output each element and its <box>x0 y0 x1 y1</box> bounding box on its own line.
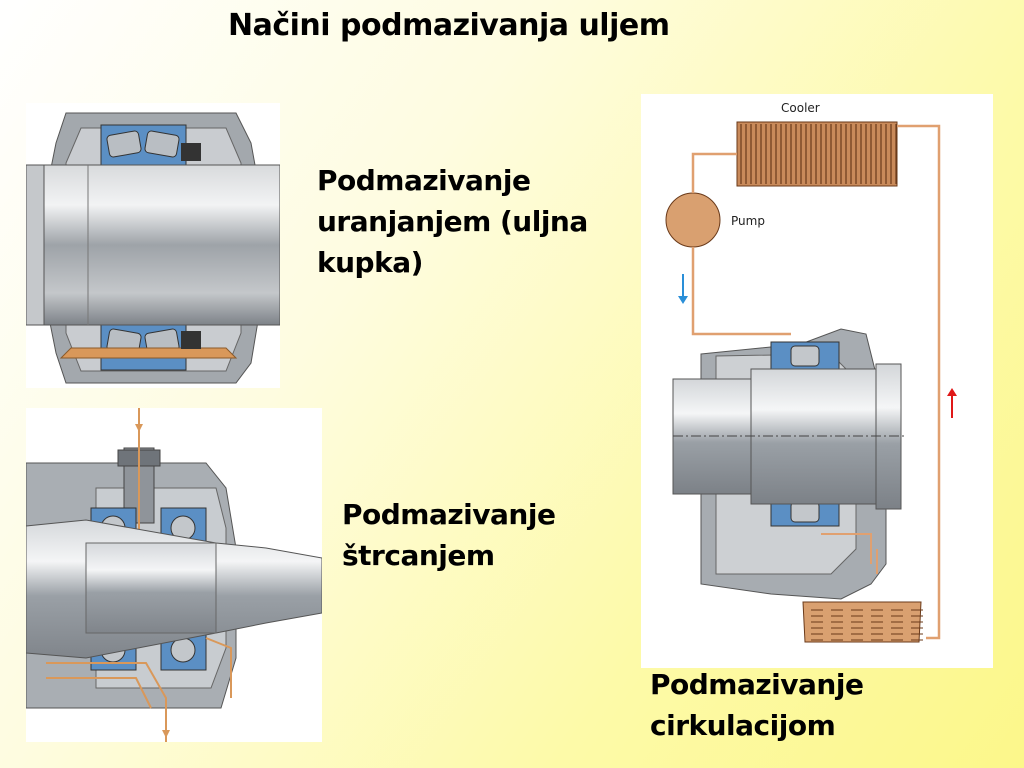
slide-title: Načini podmazivanja uljem <box>228 8 670 43</box>
caption-immersion: Podmazivanje uranjanjem (uljna kupka) <box>317 160 588 283</box>
flow-arrow-blue-icon <box>678 274 688 304</box>
caption-spray-line-1: Podmazivanje <box>342 498 556 531</box>
caption-spray-line-2: štrcanjem <box>342 539 495 572</box>
caption-spray: Podmazivanje štrcanjem <box>342 494 556 576</box>
flow-arrow-red-icon <box>947 388 957 418</box>
caption-circulation-line-1: Podmazivanje <box>650 668 864 701</box>
caption-immersion-line-3: kupka) <box>317 246 423 279</box>
caption-circulation: Podmazivanje cirkulacijom <box>650 664 864 746</box>
pump-label: Pump <box>731 214 765 228</box>
cooler-label: Cooler <box>781 101 820 115</box>
pump-icon <box>665 192 721 248</box>
caption-immersion-line-2: uranjanjem (uljna <box>317 205 588 238</box>
oil-bath-figure <box>26 103 280 388</box>
circulation-figure: Cooler Pump <box>641 94 993 668</box>
caption-immersion-line-1: Podmazivanje <box>317 164 531 197</box>
cooler-icon <box>736 121 898 187</box>
caption-circulation-line-2: cirkulacijom <box>650 709 836 742</box>
jet-lubrication-figure <box>26 408 322 742</box>
